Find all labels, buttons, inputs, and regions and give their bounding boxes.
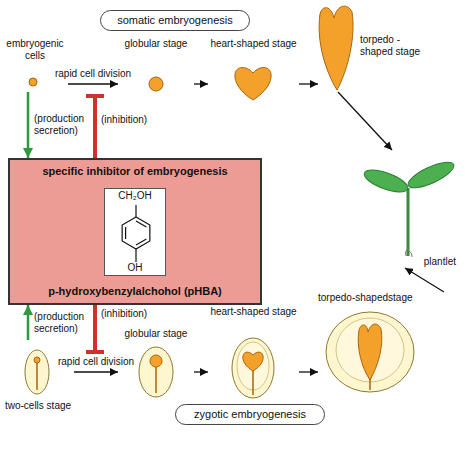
secretion-arrow <box>27 92 30 158</box>
secretion-arrow <box>27 305 30 340</box>
plantlet-node: plantlet <box>360 150 460 268</box>
process-pill: somatic embryogenesis <box>100 10 250 31</box>
edge-label: rapid cell division <box>54 68 132 80</box>
compound-name: p-hydroxybenzylalchohol (pHBA) <box>48 285 222 298</box>
seed-globular <box>139 347 173 397</box>
structure-box: CH₂OH OH <box>104 188 166 276</box>
node-label: globular stage <box>125 38 188 50</box>
inhibitor-box: specific inhibitor of embryogenesis p-hyd… <box>8 158 262 305</box>
node-label: plantlet <box>424 256 456 268</box>
globular-embryo <box>149 77 163 91</box>
stage-arrow <box>338 92 392 150</box>
ring-bonds <box>122 205 150 262</box>
stage-arrow <box>299 371 318 372</box>
stage-node: embryogenic cells <box>2 38 68 92</box>
embryogenic-cell <box>29 78 37 86</box>
stage-arrow <box>74 371 118 372</box>
node-label: embryogenic cells <box>4 38 66 62</box>
stage-arrow <box>194 83 208 84</box>
chemical-group: OH <box>128 262 143 274</box>
seed-torpedo <box>326 312 414 392</box>
stage-node: globular stage <box>118 328 194 400</box>
stage-node: heart-shaped stage <box>208 38 299 104</box>
node-label: globular stage <box>125 328 188 340</box>
edge-label: (production secretion) <box>34 113 90 137</box>
stage-node: heart-shaped stage <box>208 306 299 400</box>
node-label: torpedo-shapedstage <box>318 292 413 304</box>
stage-node: torpedo-shapedstage <box>318 292 462 394</box>
plantlet-figure <box>362 157 457 257</box>
edge-label: rapid cell division <box>57 356 135 368</box>
inhibition-label: (inhibition) <box>101 114 147 126</box>
node-label: torpedo - shaped stage <box>360 34 432 58</box>
stage-arrow <box>405 268 444 292</box>
chemical-group: CH₂OH <box>118 190 151 202</box>
node-label: heart-shaped stage <box>210 306 296 318</box>
stage-arrow <box>194 371 208 372</box>
node-label: somatic embryogenesis <box>117 14 233 27</box>
stage-node: torpedo - shaped stage <box>318 4 438 92</box>
stage-node: globular stage <box>118 38 194 96</box>
process-pill: zygotic embryogenesis <box>175 404 325 425</box>
seed-two-cells <box>25 350 49 394</box>
torpedo-embryo <box>319 6 353 90</box>
node-label: heart-shaped stage <box>210 38 296 50</box>
stage-arrow <box>68 83 118 84</box>
node-label: two-cells stage <box>5 400 71 412</box>
inhibition-label: (inhibition) <box>101 308 147 320</box>
stage-arrow <box>299 83 318 84</box>
node-label: zygotic embryogenesis <box>194 408 306 421</box>
stage-node: two-cells stage <box>2 340 74 412</box>
box-heading: specific inhibitor of embryogenesis <box>42 165 227 178</box>
seed-heart <box>232 338 274 398</box>
heart-embryo <box>235 67 271 100</box>
edge-label: (production secretion) <box>34 311 90 335</box>
